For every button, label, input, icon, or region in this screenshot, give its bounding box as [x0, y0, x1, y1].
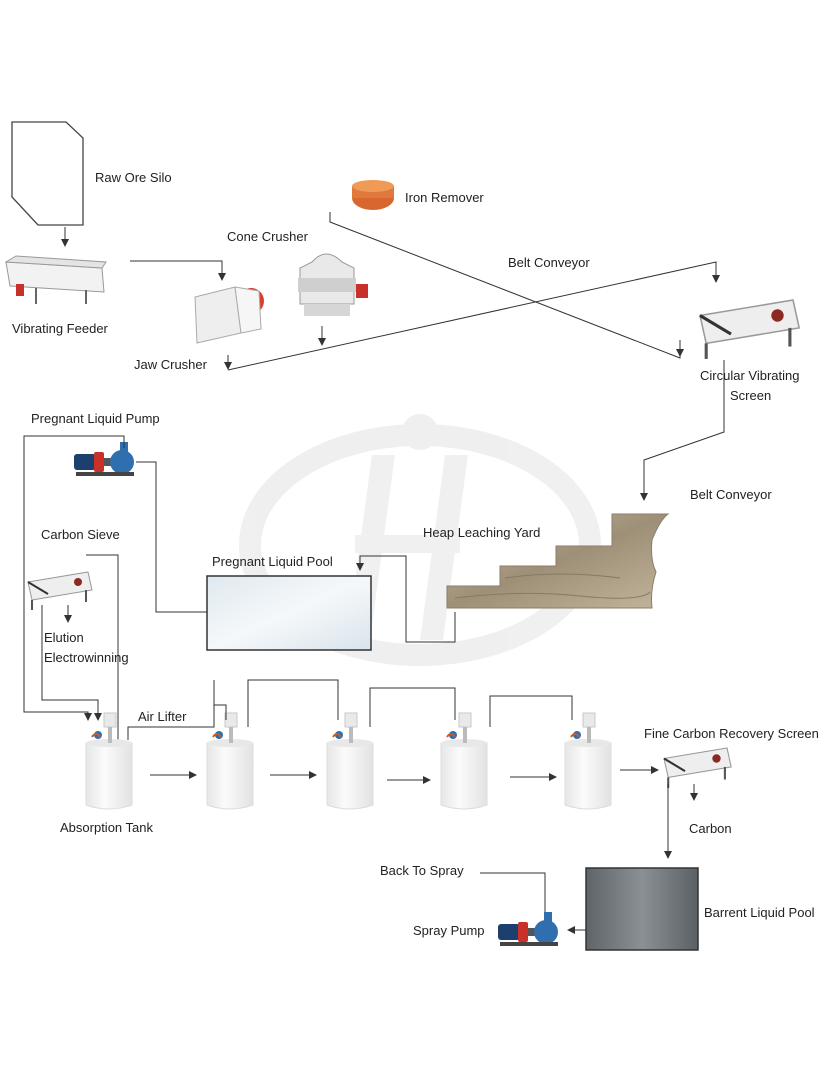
label-circular-vibrating-screen-2: Screen: [730, 388, 772, 403]
jaw-crusher-icon: [194, 286, 264, 344]
carbon-sieve-icon: [27, 571, 93, 611]
tank-4: [440, 712, 488, 810]
feeder-icon: [4, 255, 107, 304]
barren-pool-icon: [585, 867, 699, 951]
label-vibrating-feeder: Vibrating Feeder: [12, 321, 108, 336]
silo-icon: [11, 121, 84, 226]
label-air-lifter: Air Lifter: [138, 709, 187, 724]
iron-remover-icon: [352, 180, 394, 210]
label-spray-pump: Spray Pump: [413, 923, 485, 938]
label-back-to-spray: Back To Spray: [380, 863, 464, 878]
label-circular-vibrating-screen-1: Circular Vibrating: [700, 368, 800, 383]
label-fine-carbon-recovery-screen: Fine Carbon Recovery Screen: [644, 726, 819, 741]
heap-icon: [446, 513, 670, 609]
cone-crusher-icon: [298, 253, 368, 316]
label-electrowinning: Electrowinning: [44, 650, 129, 665]
label-belt-conveyor-top: Belt Conveyor: [508, 255, 590, 270]
vibrating-screen-icon: [698, 298, 801, 361]
label-cone-crusher: Cone Crusher: [227, 229, 308, 244]
label-elution: Elution: [44, 630, 84, 645]
spray-pump-icon: [498, 912, 558, 946]
tank-1: [85, 712, 133, 810]
label-raw-ore-silo: Raw Ore Silo: [95, 170, 172, 185]
watermark-logo: [239, 414, 601, 666]
pool-icon: [206, 575, 372, 651]
label-carbon-sieve: Carbon Sieve: [41, 527, 120, 542]
tank-3: [326, 712, 374, 810]
label-absorption-tank: Absorption Tank: [60, 820, 153, 835]
pump-icon: [74, 442, 134, 476]
label-pregnant-liquid-pool: Pregnant Liquid Pool: [212, 554, 333, 569]
label-barrent-liquid-pool: Barrent Liquid Pool: [704, 905, 815, 920]
label-heap-leaching-yard: Heap Leaching Yard: [423, 525, 541, 540]
tank-5: [564, 712, 612, 810]
label-jaw-crusher: Jaw Crusher: [134, 357, 207, 372]
label-belt-conveyor-mid: Belt Conveyor: [690, 487, 772, 502]
label-iron-remover: Iron Remover: [405, 190, 484, 205]
label-carbon: Carbon: [689, 821, 732, 836]
label-pregnant-liquid-pump: Pregnant Liquid Pump: [31, 411, 160, 426]
fine-carbon-screen-icon: [662, 746, 733, 789]
